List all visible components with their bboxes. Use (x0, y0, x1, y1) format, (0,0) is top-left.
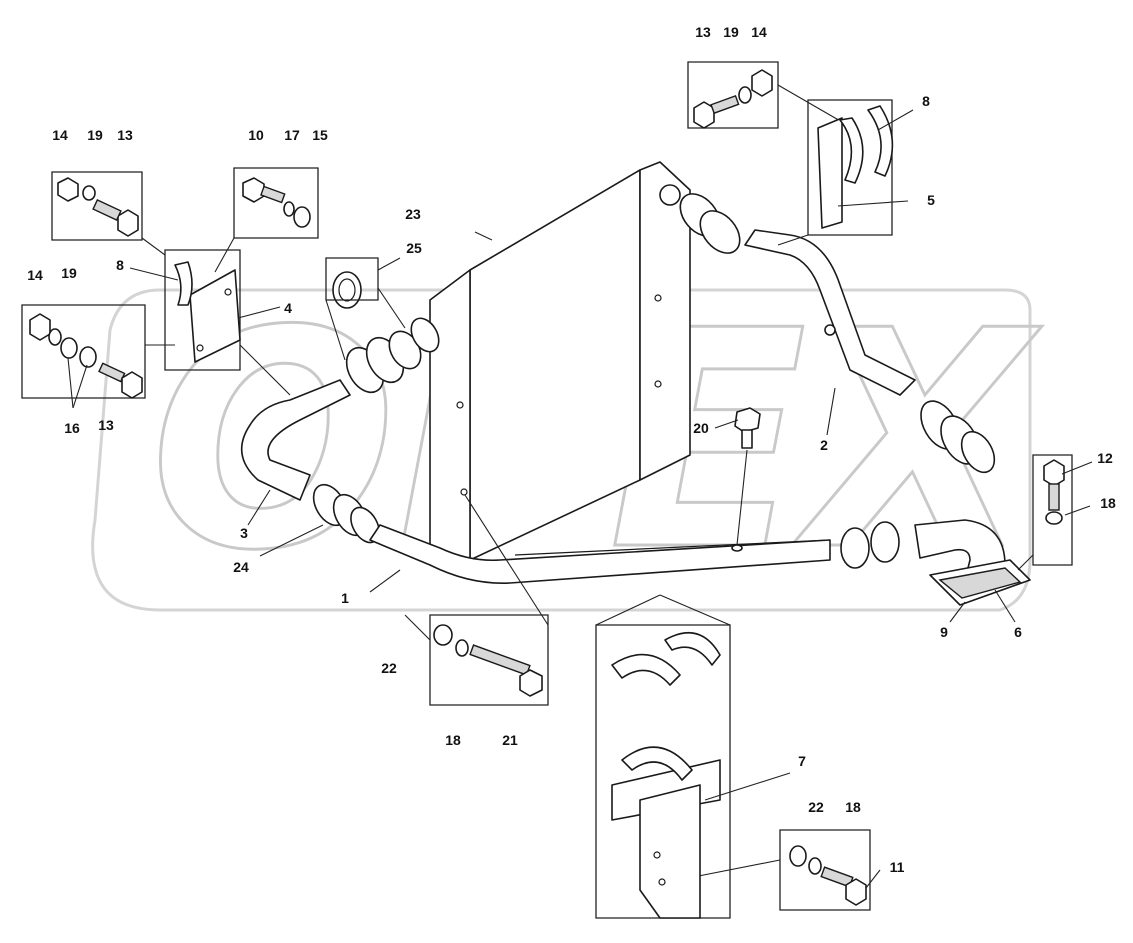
detail-box-bracket-4 (164, 249, 241, 371)
detail-box-12-18 (1032, 454, 1073, 566)
bracket-7 (611, 631, 721, 919)
callout-20: 20 (693, 420, 709, 436)
callout-4: 4 (284, 300, 292, 316)
callout-leaders (67, 109, 1093, 889)
callout-14-top-left: 14 (52, 127, 68, 143)
hardware-top-left (57, 177, 139, 237)
coupling-upper-right (679, 193, 741, 254)
nipple-on-pipe-2 (824, 324, 836, 336)
callout-17: 17 (284, 127, 300, 143)
detail-box-bracket-5 (807, 99, 893, 236)
callout-21: 21 (502, 732, 518, 748)
callout-18-bottom: 18 (445, 732, 461, 748)
callout-8-left: 8 (116, 257, 124, 273)
callout-19-top-right: 19 (723, 24, 739, 40)
callout-23: 23 (405, 206, 421, 222)
callout-8-right: 8 (922, 93, 930, 109)
detail-box-14-19-16-13 (21, 304, 146, 399)
callout-24: 24 (233, 559, 249, 575)
callout-10: 10 (248, 127, 264, 143)
callout-2: 2 (820, 437, 828, 453)
bracket-5 (817, 105, 894, 229)
detail-box-22-18-21 (429, 614, 549, 706)
bracket-4 (174, 261, 241, 363)
callout-11: 11 (890, 859, 905, 875)
detail-box-bracket-7 (595, 624, 731, 919)
hardware-22-18-11 (789, 845, 867, 906)
detail-box-14-19-13-top (51, 171, 143, 241)
callout-12: 12 (1097, 450, 1113, 466)
callout-7: 7 (798, 753, 806, 769)
callout-19-left: 19 (61, 265, 77, 281)
callout-18-right: 18 (1100, 495, 1116, 511)
hardware-12-18 (1043, 459, 1065, 525)
bolt-20 (731, 407, 761, 552)
radiator-core (429, 161, 831, 561)
callout-13-left: 13 (98, 417, 114, 433)
callout-13-top-left: 13 (117, 127, 133, 143)
coupling-lower-right (840, 521, 900, 569)
detail-box-25 (325, 257, 379, 301)
detail-box-10-17-15 (233, 167, 319, 239)
callout-labels: 1 2 3 4 5 6 7 8 8 9 10 11 12 13 13 13 14… (27, 24, 1116, 875)
callout-3: 3 (240, 525, 248, 541)
detail-box-13-19-14 (687, 61, 779, 129)
callout-18-lower-right: 18 (845, 799, 861, 815)
hardware-13-19-14-top-right (693, 69, 773, 129)
coupling-right (920, 400, 996, 474)
callout-14-top-right: 14 (751, 24, 767, 40)
pipe-3 (240, 379, 351, 501)
callout-13-top-right: 13 (695, 24, 711, 40)
callout-22-bottom: 22 (381, 660, 397, 676)
callout-1: 1 (341, 590, 349, 606)
callout-19-top-left: 19 (87, 127, 103, 143)
callout-14-left: 14 (27, 267, 43, 283)
detail-box-22-18-11 (779, 829, 871, 911)
callout-5: 5 (927, 192, 935, 208)
elbow-6 (914, 519, 1031, 606)
callout-22-lower-right: 22 (808, 799, 824, 815)
hardware-22-18-21 (433, 624, 543, 697)
callout-16: 16 (64, 420, 80, 436)
callout-15: 15 (312, 127, 328, 143)
hardware-14-19-16-13 (29, 313, 143, 399)
callout-9: 9 (940, 624, 948, 640)
callout-6: 6 (1014, 624, 1022, 640)
pipe-1 (369, 524, 831, 584)
hardware-10-17-15 (242, 177, 311, 228)
coupling-upper-left (332, 271, 440, 394)
pipe-2 (744, 229, 916, 396)
callout-25: 25 (406, 240, 422, 256)
coupling-24 (312, 483, 380, 544)
